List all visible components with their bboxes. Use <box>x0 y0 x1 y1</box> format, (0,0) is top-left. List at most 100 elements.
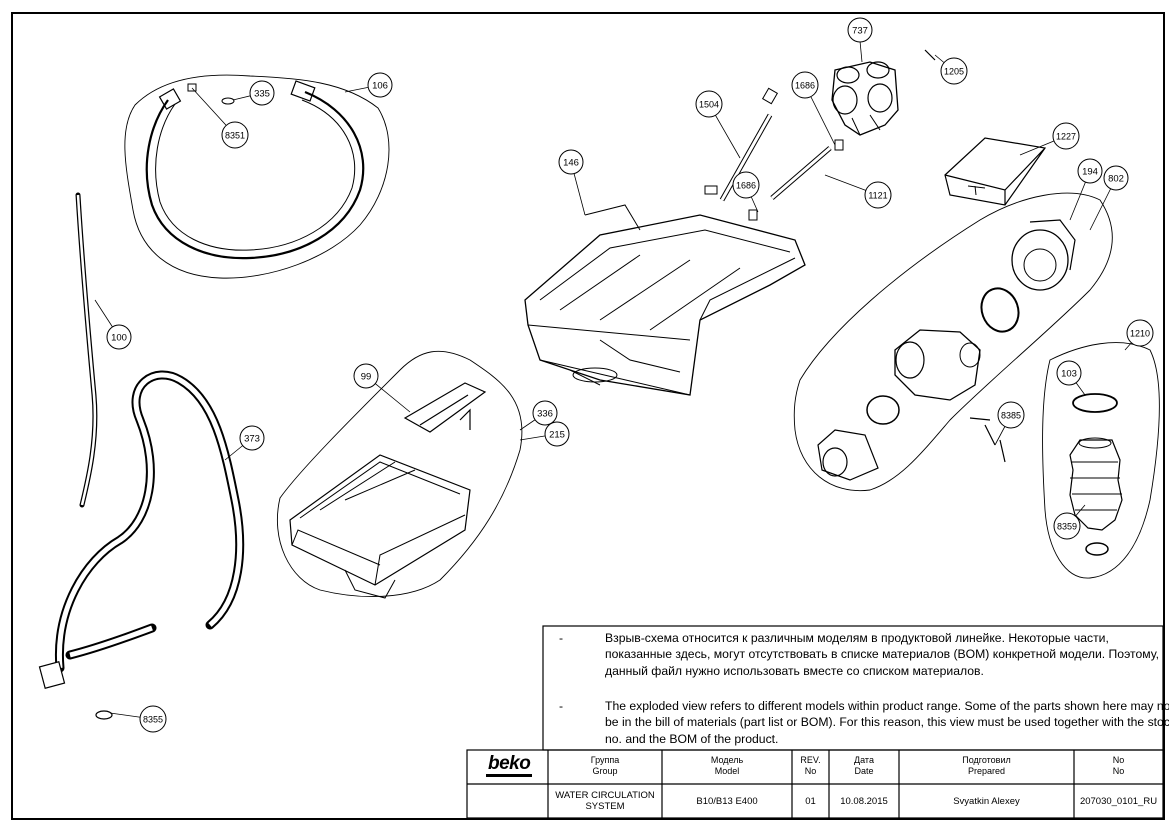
callout-circle <box>1052 122 1080 150</box>
callout-194: 194 <box>1077 158 1103 184</box>
callout-circle <box>732 171 760 199</box>
header-rev: REV.No <box>800 755 821 776</box>
callout-label: 100 <box>111 333 127 344</box>
drain-bellows <box>1069 439 1123 531</box>
callout-label: 335 <box>254 89 270 100</box>
callout-circle <box>353 363 379 389</box>
inlet-hose-group-outline <box>124 74 390 279</box>
callout-label: 146 <box>563 158 579 169</box>
callout-146: 146 <box>558 149 584 175</box>
callout-336: 336 <box>532 400 558 426</box>
callout-circle <box>1056 360 1082 386</box>
beko-logo: beko <box>488 753 531 774</box>
drawer-group-outline <box>276 350 523 598</box>
callout-1210: 1210 <box>1126 319 1154 347</box>
inlet-hose <box>145 90 365 260</box>
note-en-text: The exploded view refers to different mo… <box>605 699 1169 746</box>
value-rev: 01 <box>805 796 816 807</box>
pump-filter <box>817 429 879 481</box>
callout-circle <box>864 181 892 209</box>
callout-215: 215 <box>544 421 570 447</box>
callout-circle <box>544 421 570 447</box>
callout-label: 215 <box>549 430 565 441</box>
callout-circle <box>1126 319 1154 347</box>
callout-1504: 1504 <box>695 90 723 118</box>
callout-1205: 1205 <box>940 57 968 85</box>
callout-circle <box>249 80 275 106</box>
callout-label: 336 <box>537 409 553 420</box>
callout-106: 106 <box>367 72 393 98</box>
pump-motor <box>1011 229 1069 291</box>
callout-circle <box>558 149 584 175</box>
leader-lines <box>94 40 1141 720</box>
callout-label: 1504 <box>699 100 719 110</box>
callout-99: 99 <box>353 363 379 389</box>
callout-8355: 8355 <box>139 705 167 733</box>
callout-label: 194 <box>1082 167 1098 178</box>
callout-label: 1205 <box>944 67 964 77</box>
callout-label: 802 <box>1108 174 1124 185</box>
title-block-grid <box>466 749 1164 819</box>
callout-label: 103 <box>1061 369 1077 380</box>
callout-circle <box>847 17 873 43</box>
bellows-group-outline <box>1042 342 1160 579</box>
callout-label: 1686 <box>795 81 815 91</box>
callout-103: 103 <box>1056 360 1082 386</box>
callout-label: 8385 <box>1001 411 1021 421</box>
callout-circle <box>940 57 968 85</box>
callout-1121: 1121 <box>864 181 892 209</box>
callout-335: 335 <box>249 80 275 106</box>
callout-1227: 1227 <box>1052 122 1080 150</box>
value-prepared: Svyatkin Alexey <box>953 796 1020 807</box>
callout-label: 8351 <box>225 131 245 141</box>
callout-label: 106 <box>372 81 388 92</box>
filter-cover <box>944 137 1047 206</box>
callout-8385: 8385 <box>997 401 1025 429</box>
callout-label: 8355 <box>143 715 163 725</box>
callout-8351: 8351 <box>221 121 249 149</box>
callout-circle <box>997 401 1025 429</box>
callout-circle <box>106 324 132 350</box>
callout-circle <box>1053 512 1081 540</box>
pump-seal-ring <box>980 287 1020 333</box>
callout-circle <box>532 400 558 426</box>
callout-label: 1210 <box>1130 329 1150 339</box>
beko-logo-bar <box>486 774 532 777</box>
callout-circle <box>239 425 265 451</box>
callout-circle <box>791 71 819 99</box>
callout-8359: 8359 <box>1053 512 1081 540</box>
callout-circle <box>139 705 167 733</box>
callout-label: 1121 <box>868 191 887 201</box>
value-date: 10.08.2015 <box>840 796 888 807</box>
callout-label: 1227 <box>1056 132 1076 142</box>
sheet-border <box>11 12 1165 820</box>
value-document-no: 207030_0101_RU <box>1079 796 1158 807</box>
detergent-box-housing <box>524 214 806 396</box>
callout-circle <box>1103 165 1129 191</box>
callout-802: 802 <box>1103 165 1129 191</box>
callout-label: 737 <box>852 26 868 37</box>
callout-label: 8359 <box>1057 522 1077 532</box>
callout-373: 373 <box>239 425 265 451</box>
note-dash: - <box>559 699 564 713</box>
callout-label: 99 <box>361 372 372 383</box>
callout-1686: 1686 <box>791 71 819 99</box>
callout-circle <box>1077 158 1103 184</box>
callout-circle <box>367 72 393 98</box>
detergent-drawer <box>289 454 471 586</box>
callout-1686: 1686 <box>732 171 760 199</box>
callout-label: 373 <box>244 434 260 445</box>
inlet-valve <box>831 61 899 136</box>
callout-circle <box>221 121 249 149</box>
callout-label: 1686 <box>736 181 756 191</box>
pump-body <box>894 329 981 401</box>
callout-737: 737 <box>847 17 873 43</box>
note-dash: - <box>559 631 564 645</box>
